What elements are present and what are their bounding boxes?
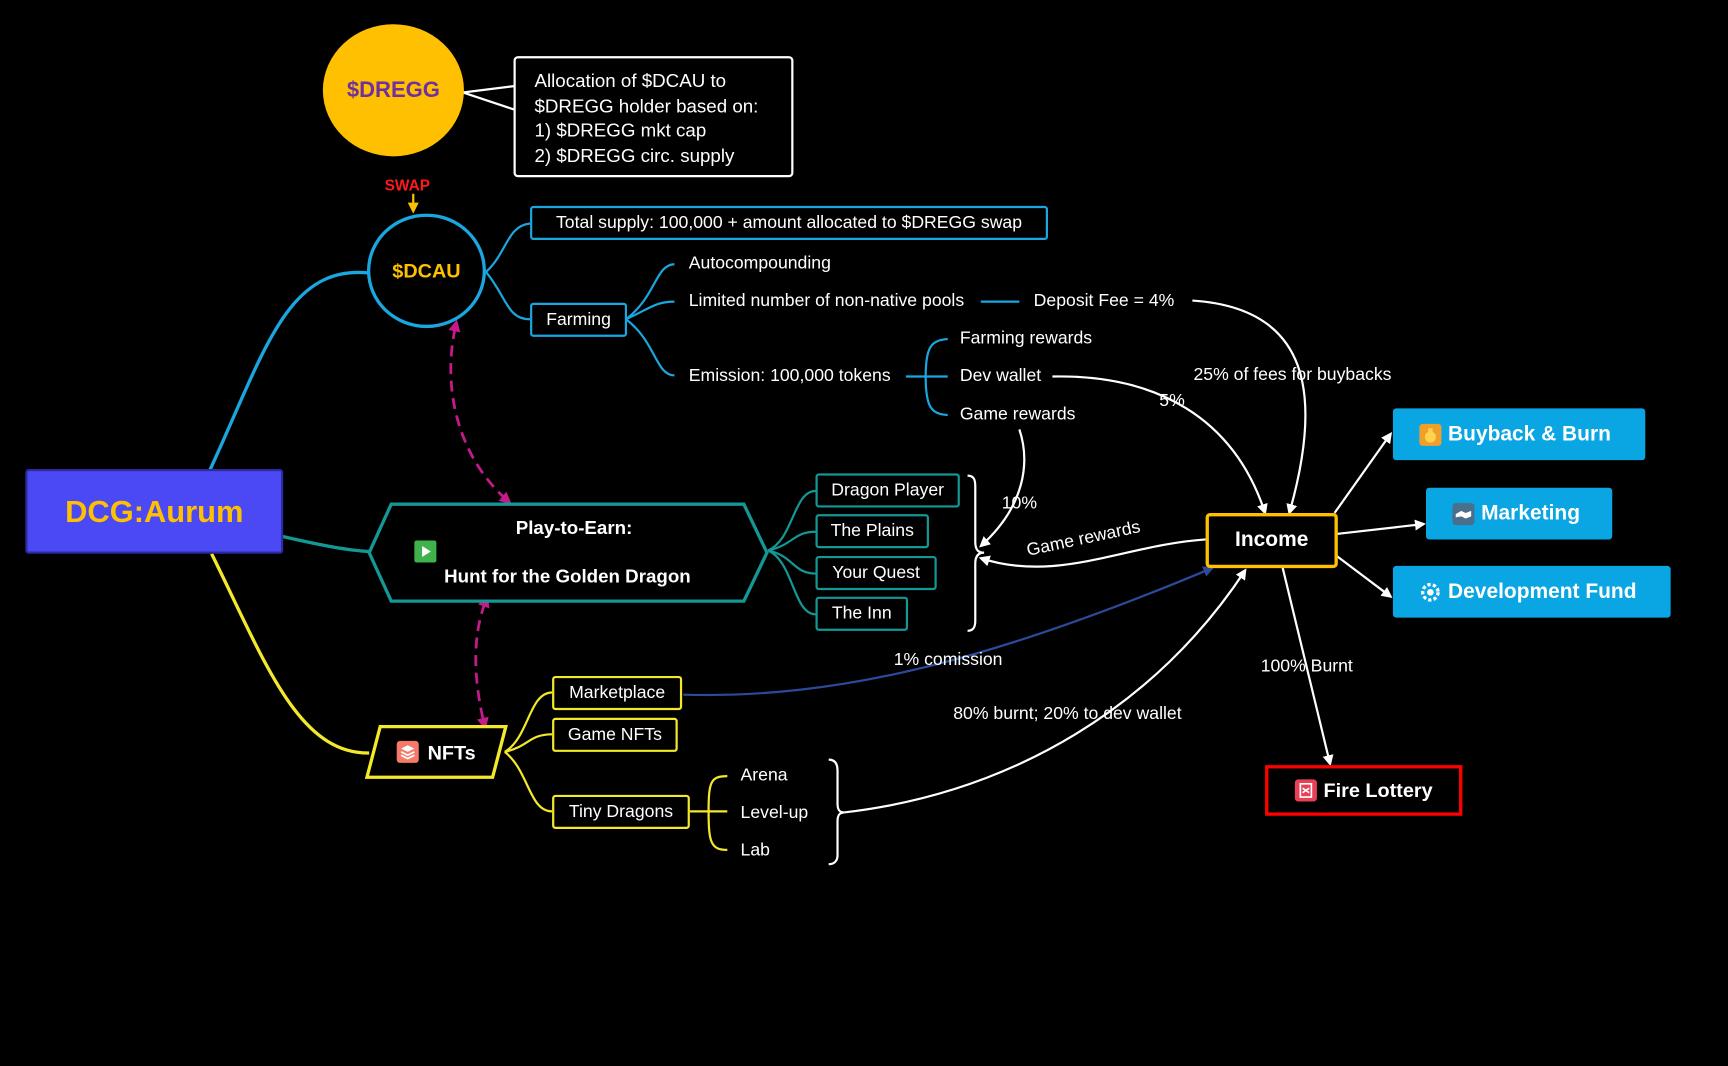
dregg-note: Allocation of $DCAU to $DREGG holder bas… xyxy=(513,56,794,178)
swap-label: SWAP xyxy=(384,176,431,194)
income-label: Income xyxy=(1235,528,1309,552)
arrow-dev-wallet-income xyxy=(1052,375,1268,516)
root-label: DCG:Aurum xyxy=(65,493,244,528)
edge-label-commission: 1% comission xyxy=(893,650,1003,670)
edge-label-burnt-split: 80% burnt; 20% to dev wallet xyxy=(953,704,1182,724)
arrow-deposit-fee-income xyxy=(1192,299,1307,516)
nft-item-marketplace[interactable]: Marketplace xyxy=(552,675,683,711)
farming-item-non-native-pools: Limited number of non-native pools xyxy=(688,291,965,311)
emission-item-dev-wallet: Dev wallet xyxy=(959,366,1042,386)
dregg-note-line-3: 1) $DREGG mkt cap xyxy=(534,119,707,141)
dregg-label: $DREGG xyxy=(346,77,440,102)
note-pointer xyxy=(462,84,517,112)
arrow-income-game-rewards xyxy=(978,538,1206,568)
arrow-game-rewards-bracket xyxy=(979,429,1026,548)
emission-item-farming-rewards: Farming rewards xyxy=(959,329,1093,348)
p2e-item-dragon-player[interactable]: Dragon Player xyxy=(815,473,960,508)
farming-label: Farming xyxy=(546,309,611,329)
handshake-icon xyxy=(1452,502,1475,525)
edge-label-dev-wallet-pct: 5% xyxy=(1159,391,1185,411)
dashed-link-p2e-nfts xyxy=(474,595,490,730)
output-label: Buyback & Burn xyxy=(1448,422,1611,446)
edge-label-game-rewards-pct: 10% xyxy=(1001,494,1038,514)
p2e-hexagon[interactable] xyxy=(367,502,769,603)
p2e-item-label: Your Quest xyxy=(832,563,920,582)
fire-lottery-node[interactable]: Fire Lottery xyxy=(1265,765,1463,816)
link-root-p2e xyxy=(280,534,371,554)
nft-item-game-nfts[interactable]: Game NFTs xyxy=(552,717,678,752)
deposit-fee-label: Deposit Fee = 4% xyxy=(1033,291,1175,311)
p2e-bracket xyxy=(967,474,985,632)
nft-item-label: Tiny Dragons xyxy=(568,802,674,821)
link-root-nfts xyxy=(210,553,370,755)
arrow-tiny-dragons-income xyxy=(844,568,1247,814)
tiny-dragons-item-lab: Lab xyxy=(740,841,770,860)
dregg-note-line-4: 2) $DREGG circ. supply xyxy=(534,144,735,166)
arrow-income-lottery xyxy=(1275,558,1334,767)
farming-item-autocompounding: Autocompounding xyxy=(688,254,831,274)
money-bag-icon xyxy=(1419,423,1442,446)
nft-item-tiny-dragons[interactable]: Tiny Dragons xyxy=(552,794,690,829)
p2e-title: Play-to-Earn: xyxy=(515,517,633,539)
link-root-dcau xyxy=(207,270,370,472)
nfts-node-shape[interactable] xyxy=(364,724,508,779)
dcau-label: $DCAU xyxy=(392,259,461,282)
dregg-note-line-2: $DREGG holder based on: xyxy=(534,95,759,117)
income-node[interactable]: Income xyxy=(1205,513,1338,569)
output-development-fund[interactable]: Development Fund xyxy=(1392,565,1671,618)
total-supply-label: Total supply: 100,000 + amount allocated… xyxy=(555,213,1023,232)
p2e-subtitle: Hunt for the Golden Dragon xyxy=(444,565,691,587)
fire-lottery-label: Fire Lottery xyxy=(1323,778,1433,801)
p2e-item-label: The Plains xyxy=(830,521,914,540)
p2e-item-the-inn[interactable]: The Inn xyxy=(815,596,909,631)
dregg-node[interactable]: $DREGG xyxy=(322,24,464,157)
tiny-dragons-item-arena: Arena xyxy=(740,766,788,785)
nfts-label: NFTs xyxy=(427,742,476,765)
output-label: Development Fund xyxy=(1448,579,1637,603)
nft-item-label: Game NFTs xyxy=(567,724,662,744)
p2e-item-label: The Inn xyxy=(831,603,892,623)
p2e-item-label: Dragon Player xyxy=(831,480,945,500)
farming-item-emission: Emission: 100,000 tokens xyxy=(688,366,891,386)
play-button-icon xyxy=(414,540,437,563)
dregg-note-line-1: Allocation of $DCAU to xyxy=(534,70,727,92)
nft-item-label: Marketplace xyxy=(569,683,666,702)
p2e-item-your-quest[interactable]: Your Quest xyxy=(815,555,937,591)
dashed-link-dcau-p2e xyxy=(448,319,512,505)
tiny-dragons-item-level-up: Level-up xyxy=(740,803,809,823)
root-node[interactable]: DCG:Aurum xyxy=(25,468,284,554)
edge-label-fully-burnt: 100% Burnt xyxy=(1260,657,1353,676)
output-label: Marketing xyxy=(1481,501,1580,525)
farming-box[interactable]: Farming xyxy=(530,302,628,337)
tiny-dragons-bracket xyxy=(828,758,845,866)
output-marketing[interactable]: Marketing xyxy=(1425,487,1613,540)
output-buyback-burn[interactable]: Buyback & Burn xyxy=(1392,408,1646,461)
emission-item-game-rewards: Game rewards xyxy=(959,405,1076,424)
stack-icon xyxy=(396,740,419,763)
dcau-node[interactable]: $DCAU xyxy=(366,213,486,329)
lottery-ticket-icon xyxy=(1294,779,1317,802)
p2e-item-the-plains[interactable]: The Plains xyxy=(815,514,929,549)
edge-label-fees-buybacks: 25% of fees for buybacks xyxy=(1193,365,1392,385)
gear-icon xyxy=(1419,581,1441,603)
total-supply-box[interactable]: Total supply: 100,000 + amount allocated… xyxy=(530,205,1049,240)
connector-lines xyxy=(207,84,1426,866)
arrow-marketplace-income xyxy=(683,566,1215,697)
